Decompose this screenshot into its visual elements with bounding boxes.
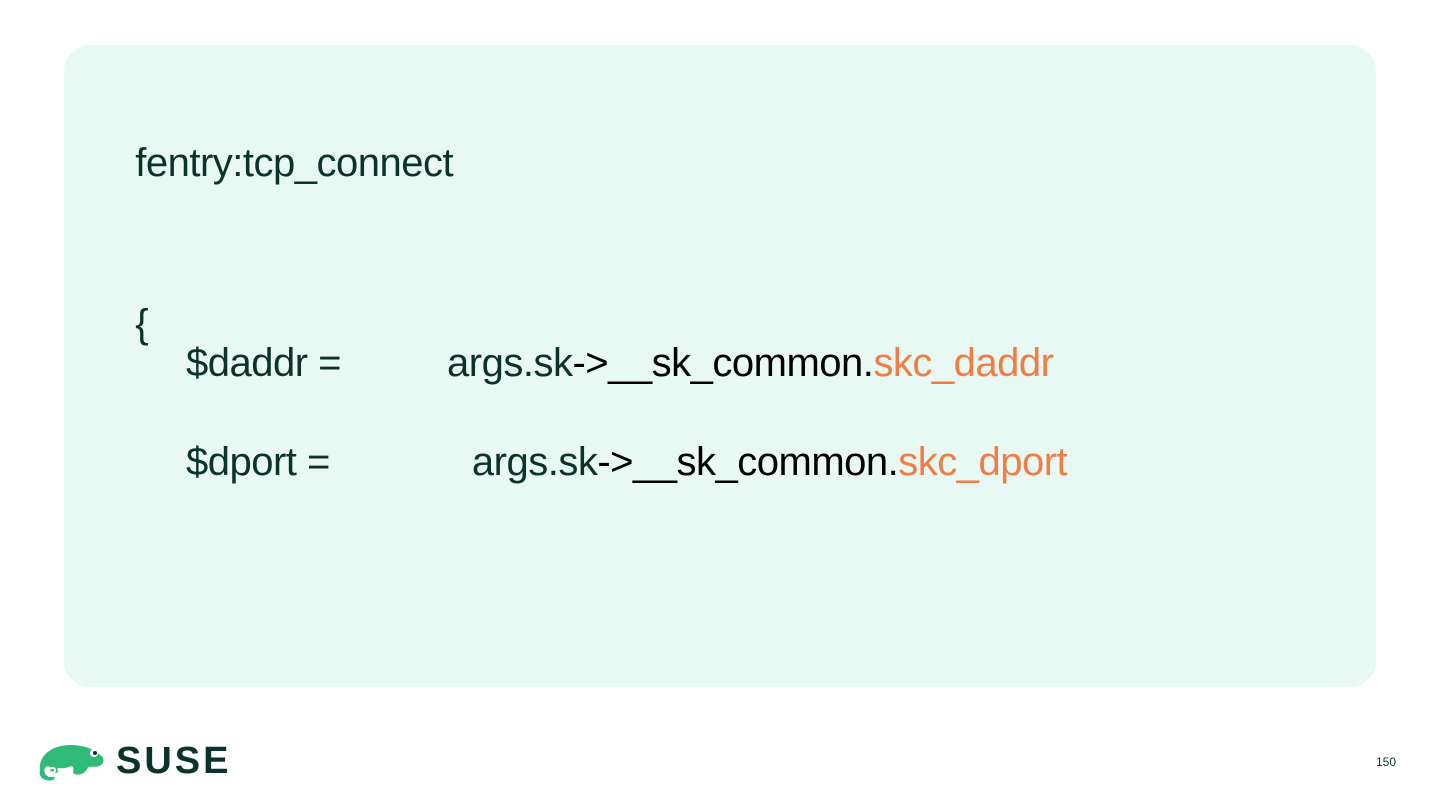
probe-name: fentry:tcp_connect	[135, 141, 454, 185]
dport-struct-access: ->__sk_common.	[597, 440, 899, 484]
page-number: 150	[1376, 755, 1397, 769]
dport-line: $dport = args.sk->__sk_common.skc_dport	[186, 440, 1068, 484]
daddr-variable: $daddr =	[186, 341, 342, 385]
open-brace: {	[135, 302, 149, 346]
daddr-struct-access: ->__sk_common.	[572, 341, 874, 385]
daddr-field: skc_daddr	[873, 341, 1054, 385]
probe-line: fentry:tcp_connect	[114, 103, 453, 183]
dport-variable: $dport =	[186, 440, 330, 484]
daddr-args: args.sk	[447, 341, 573, 385]
chameleon-icon	[39, 745, 104, 781]
open-brace-line: {	[114, 264, 148, 344]
daddr-line: $daddr = args.sk->__sk_common.skc_daddr	[186, 341, 1054, 385]
dport-args: args.sk	[471, 440, 598, 484]
suse-logo: SUSE	[34, 740, 231, 782]
code-card	[64, 45, 1376, 687]
dport-field: skc_dport	[898, 440, 1068, 484]
logo-text: SUSE	[116, 740, 232, 782]
